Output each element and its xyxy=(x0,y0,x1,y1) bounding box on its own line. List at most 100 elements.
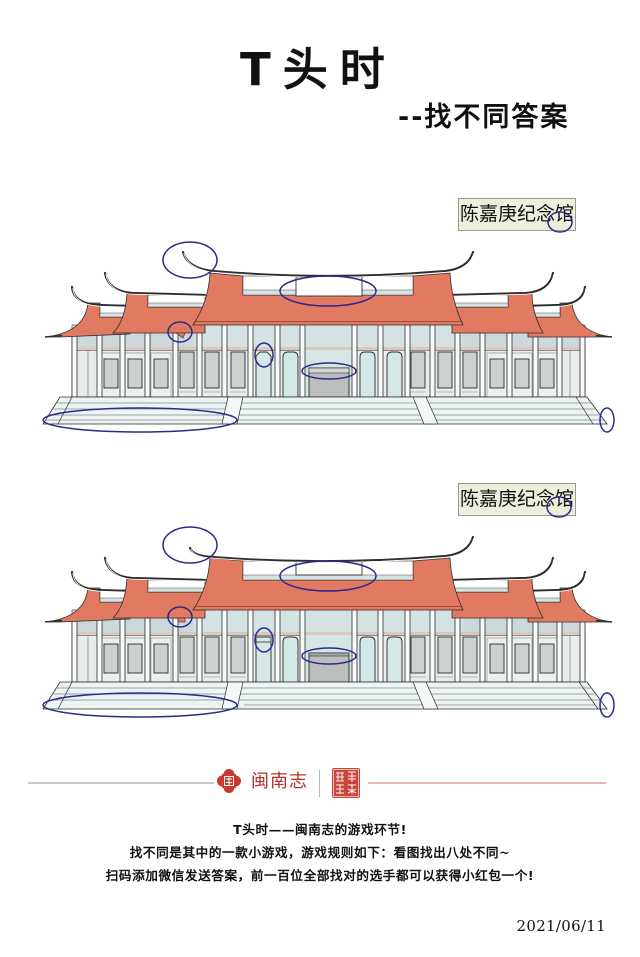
difference-marker-roof-curl-left xyxy=(162,526,218,564)
arched-window xyxy=(255,351,272,397)
column xyxy=(377,609,384,683)
roof-main xyxy=(192,557,464,611)
column xyxy=(454,324,461,398)
column xyxy=(172,332,179,398)
difference-marker-ridge-window xyxy=(279,560,377,592)
door-panel xyxy=(486,637,508,683)
column xyxy=(479,332,486,398)
memorial-hall-illustration xyxy=(42,535,613,710)
door xyxy=(103,358,119,389)
difference-marker-sign-character xyxy=(546,496,572,518)
door-panel xyxy=(536,637,558,683)
colonnade xyxy=(71,324,586,398)
roofs xyxy=(44,250,613,339)
column xyxy=(429,609,436,683)
door xyxy=(437,636,453,674)
door xyxy=(514,358,530,389)
roof-wing-left xyxy=(44,587,131,623)
page-subtitle: --找不同答案 xyxy=(398,102,570,133)
difference-marker-left-stairs xyxy=(42,692,238,718)
door xyxy=(230,351,246,389)
page-title: T头时 xyxy=(240,43,397,96)
column xyxy=(71,617,78,683)
footer-divider-left xyxy=(28,782,214,784)
door xyxy=(410,351,426,389)
column xyxy=(454,609,461,683)
column xyxy=(506,332,513,398)
door xyxy=(539,643,555,674)
door-panel xyxy=(150,637,172,683)
door xyxy=(462,636,478,674)
arched-window xyxy=(359,351,376,397)
arched-window xyxy=(386,636,403,682)
column xyxy=(506,617,513,683)
puzzle-panel-original: 陈嘉庚纪念馆 xyxy=(0,0,640,450)
column xyxy=(119,332,126,398)
rules-line: 找不同是其中的一款小游戏，游戏规则如下：看图找出八处不同~ xyxy=(129,845,511,860)
footer-divider-right xyxy=(368,782,606,784)
door xyxy=(127,643,143,674)
column xyxy=(247,324,254,398)
column xyxy=(96,617,103,683)
minnanzhi-logo-icon xyxy=(217,769,241,793)
door xyxy=(539,358,555,389)
column xyxy=(96,332,103,398)
column xyxy=(532,617,539,683)
door xyxy=(179,351,195,389)
ridge-window xyxy=(295,276,363,297)
door-panel xyxy=(100,637,122,683)
door-panel xyxy=(124,637,146,683)
door xyxy=(204,636,220,674)
arched-window xyxy=(386,351,403,397)
column xyxy=(144,617,151,683)
column xyxy=(579,617,586,683)
column xyxy=(377,324,384,398)
door xyxy=(514,643,530,674)
column xyxy=(247,609,254,683)
memorial-hall-sign: 陈嘉庚纪念馆 xyxy=(458,198,576,231)
column xyxy=(274,324,281,398)
column xyxy=(119,617,126,683)
arched-window xyxy=(282,351,299,397)
column xyxy=(351,609,358,683)
door-panel xyxy=(511,637,533,683)
brand-divider xyxy=(319,770,320,797)
roofs xyxy=(44,535,613,623)
column xyxy=(221,324,228,398)
difference-marker-right-base-corner xyxy=(599,692,615,718)
column xyxy=(429,324,436,398)
column xyxy=(479,617,486,683)
door xyxy=(230,636,246,674)
main-door xyxy=(308,652,350,683)
memorial-hall-sign: 陈嘉庚纪念馆 xyxy=(458,483,576,516)
column xyxy=(144,332,151,398)
intro-line: T头时——闽南志的游戏环节! xyxy=(233,822,407,837)
column xyxy=(274,609,281,683)
roof-tier2-left xyxy=(112,577,206,619)
column xyxy=(196,609,203,683)
arched-window xyxy=(282,636,299,682)
platform-stairs xyxy=(42,396,608,425)
door xyxy=(179,636,195,674)
column xyxy=(299,609,306,683)
ridge-window xyxy=(295,561,363,576)
column xyxy=(71,332,78,398)
door xyxy=(489,643,505,674)
column xyxy=(556,332,563,398)
column xyxy=(532,332,539,398)
door xyxy=(462,351,478,389)
difference-marker-roof-corner-notch xyxy=(167,606,193,628)
column xyxy=(196,324,203,398)
difference-marker-main-door-top xyxy=(301,647,357,665)
column xyxy=(351,324,358,398)
column xyxy=(404,324,411,398)
door xyxy=(437,351,453,389)
arched-window xyxy=(359,636,376,682)
colonnade xyxy=(71,609,586,683)
roof-wing-right xyxy=(527,587,613,623)
door xyxy=(153,643,169,674)
column xyxy=(221,609,228,683)
door xyxy=(153,358,169,389)
column xyxy=(172,617,179,683)
roof-tier2-right xyxy=(451,577,544,619)
